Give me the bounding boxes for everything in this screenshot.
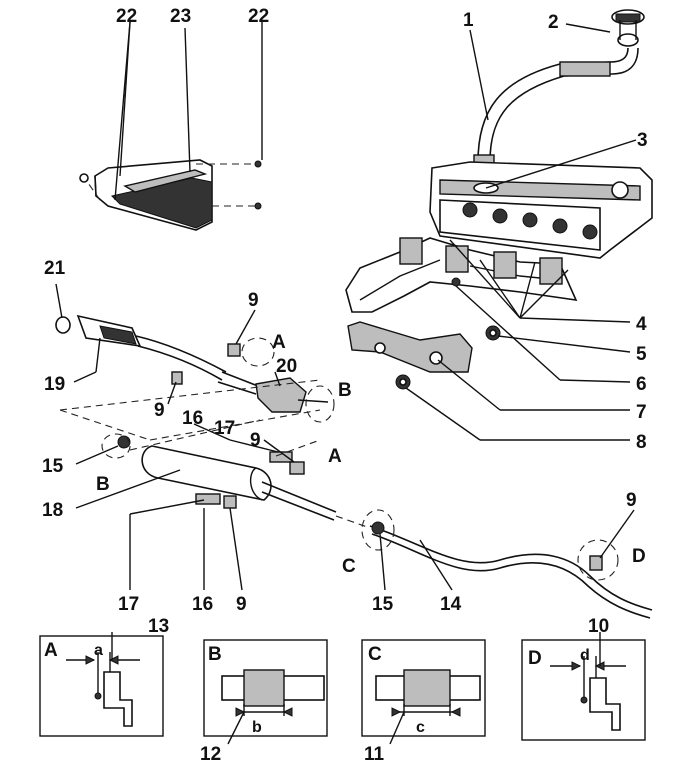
leader-lines — [55, 21, 637, 591]
nut-5-hole — [489, 329, 497, 337]
hanger-9-mid — [289, 461, 305, 475]
detail-C-title: C — [368, 644, 382, 665]
clamp-17-bottom — [195, 493, 221, 505]
centre-silencer-18 — [141, 445, 337, 521]
mark-B-top: B — [338, 380, 352, 401]
label-16-bottom: 16 — [192, 594, 213, 615]
detail-view-B — [203, 639, 328, 745]
label-19: 19 — [44, 374, 65, 395]
label-10: 10 — [588, 616, 609, 637]
mark-C: C — [342, 556, 356, 577]
label-9-right: 9 — [626, 490, 637, 511]
label-9-bottom: 9 — [236, 594, 247, 615]
label-12: 12 — [200, 744, 221, 765]
label-9-top: 9 — [248, 290, 259, 311]
label-21: 21 — [44, 258, 66, 279]
detail-view-D — [521, 632, 646, 741]
label-23: 23 — [170, 6, 191, 27]
label-4: 4 — [636, 314, 647, 335]
label-22-right: 22 — [248, 6, 269, 27]
label-13: 13 — [148, 616, 169, 637]
label-5: 5 — [636, 344, 647, 365]
label-7: 7 — [636, 402, 647, 423]
nut-8-hole — [399, 378, 407, 386]
clamp-15-left — [117, 435, 131, 449]
oil-filler-cap-2 — [611, 9, 645, 47]
reference-dashes — [59, 337, 619, 581]
rear-pipe-14 — [369, 525, 653, 619]
breather-hose-1 — [473, 47, 639, 172]
label-18: 18 — [42, 500, 63, 521]
label-3: 3 — [637, 130, 648, 151]
front-pipe-19 — [55, 314, 227, 381]
label-20: 20 — [276, 356, 297, 377]
label-15-left: 15 — [42, 456, 64, 477]
detail-D-title: D — [528, 648, 542, 669]
label-9-mid: 9 — [250, 430, 261, 451]
label-9-left: 9 — [154, 400, 165, 421]
clamp-15-bottom — [371, 521, 385, 535]
detail-D-dim: d — [580, 647, 590, 664]
hanger-9-right — [589, 555, 603, 571]
clamp-17-top — [269, 451, 293, 463]
label-1: 1 — [463, 10, 474, 31]
hanger-9-top — [227, 343, 241, 357]
detail-view-A — [39, 632, 164, 737]
label-14: 14 — [440, 594, 462, 615]
label-6: 6 — [636, 374, 647, 395]
detail-A-dim: a — [94, 642, 103, 659]
callout-labels: 22 23 22 1 2 3 4 5 6 7 8 21 19 9 A 20 B … — [42, 6, 648, 765]
catalytic-converter-20 — [217, 371, 329, 413]
label-22-left: 22 — [116, 6, 137, 27]
detail-B-dim: b — [252, 719, 262, 736]
label-17-bottom: 17 — [118, 594, 139, 615]
label-15-bottom: 15 — [372, 594, 394, 615]
manifold-heat-shield-7 — [347, 321, 473, 373]
mark-A-top: A — [272, 332, 286, 353]
mark-D: D — [632, 546, 646, 567]
label-17-top: 17 — [214, 418, 235, 439]
detail-A-title: A — [44, 640, 58, 661]
hanger-9-bottom — [223, 495, 237, 509]
detail-view-C — [361, 639, 486, 745]
cylinder-head — [429, 161, 653, 259]
hanger-9-left — [171, 371, 183, 385]
label-11: 11 — [364, 744, 385, 765]
mark-A-mid: A — [328, 446, 342, 467]
label-16-top: 16 — [182, 408, 203, 429]
label-2: 2 — [548, 12, 559, 33]
label-8: 8 — [636, 432, 647, 453]
heat-shield-23 — [79, 159, 262, 231]
gasket-21 — [55, 316, 71, 334]
detail-C-dim: c — [416, 719, 425, 736]
mark-B-left: B — [96, 474, 110, 495]
detail-B-title: B — [208, 644, 222, 665]
